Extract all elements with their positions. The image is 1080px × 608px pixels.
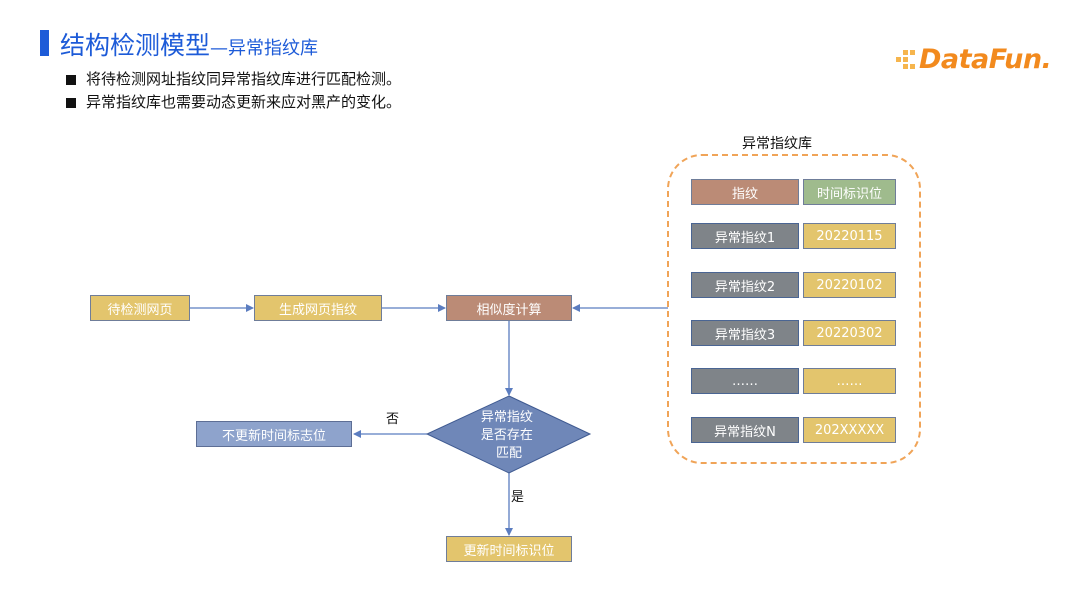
library-row-timestamp: …… bbox=[803, 368, 896, 394]
library-row-timestamp: 20220102 bbox=[803, 272, 896, 298]
bullet-square-icon bbox=[66, 74, 76, 85]
datafun-logo: DataFun. bbox=[896, 41, 1052, 77]
logo-dots-icon bbox=[896, 49, 915, 69]
bullet-list: 将待检测网址指纹同异常指纹库进行匹配检测。 异常指纹库也需要动态更新来应对黑产的… bbox=[66, 68, 401, 114]
library-row-fingerprint: 异常指纹3 bbox=[691, 320, 799, 346]
title-main: 结构检测模型 bbox=[60, 31, 211, 60]
title-sub: 异常指纹库 bbox=[228, 38, 319, 59]
node-pending-webpage: 待检测网页 bbox=[90, 295, 190, 321]
library-row-fingerprint: 异常指纹N bbox=[691, 417, 799, 443]
decision-diamond bbox=[425, 395, 592, 474]
slide-title: 结构检测模型—异常指纹库 bbox=[60, 26, 318, 62]
library-row-timestamp: 20220115 bbox=[803, 223, 896, 249]
bullet-square-icon bbox=[66, 97, 76, 108]
library-row-timestamp: 20220302 bbox=[803, 320, 896, 346]
node-update: 更新时间标识位 bbox=[446, 536, 572, 562]
node-generate-fingerprint: 生成网页指纹 bbox=[254, 295, 382, 321]
bullet-item: 将待检测网址指纹同异常指纹库进行匹配检测。 bbox=[66, 68, 401, 91]
label-yes: 是 bbox=[511, 490, 525, 505]
bullet-text: 将待检测网址指纹同异常指纹库进行匹配检测。 bbox=[86, 70, 402, 88]
node-no-update: 不更新时间标志位 bbox=[196, 421, 352, 447]
library-container bbox=[667, 154, 921, 464]
library-row-fingerprint: …… bbox=[691, 368, 799, 394]
bullet-item: 异常指纹库也需要动态更新来应对黑产的变化。 bbox=[66, 91, 401, 114]
node-similarity-calc: 相似度计算 bbox=[446, 295, 572, 321]
library-title: 异常指纹库 bbox=[742, 136, 812, 152]
library-row-fingerprint: 异常指纹1 bbox=[691, 223, 799, 249]
library-header-timestamp: 时间标识位 bbox=[803, 179, 896, 205]
bullet-text: 异常指纹库也需要动态更新来应对黑产的变化。 bbox=[86, 93, 402, 111]
library-header-fingerprint: 指纹 bbox=[691, 179, 799, 205]
decision-text: 异常指纹 是否存在 匹配 bbox=[481, 410, 537, 461]
label-no: 否 bbox=[386, 412, 400, 427]
library-row-timestamp: 202XXXXX bbox=[803, 417, 896, 443]
title-accent-bar bbox=[40, 30, 49, 56]
logo-text: DataFun. bbox=[919, 43, 1052, 75]
title-dash: — bbox=[210, 38, 229, 59]
library-row-fingerprint: 异常指纹2 bbox=[691, 272, 799, 298]
